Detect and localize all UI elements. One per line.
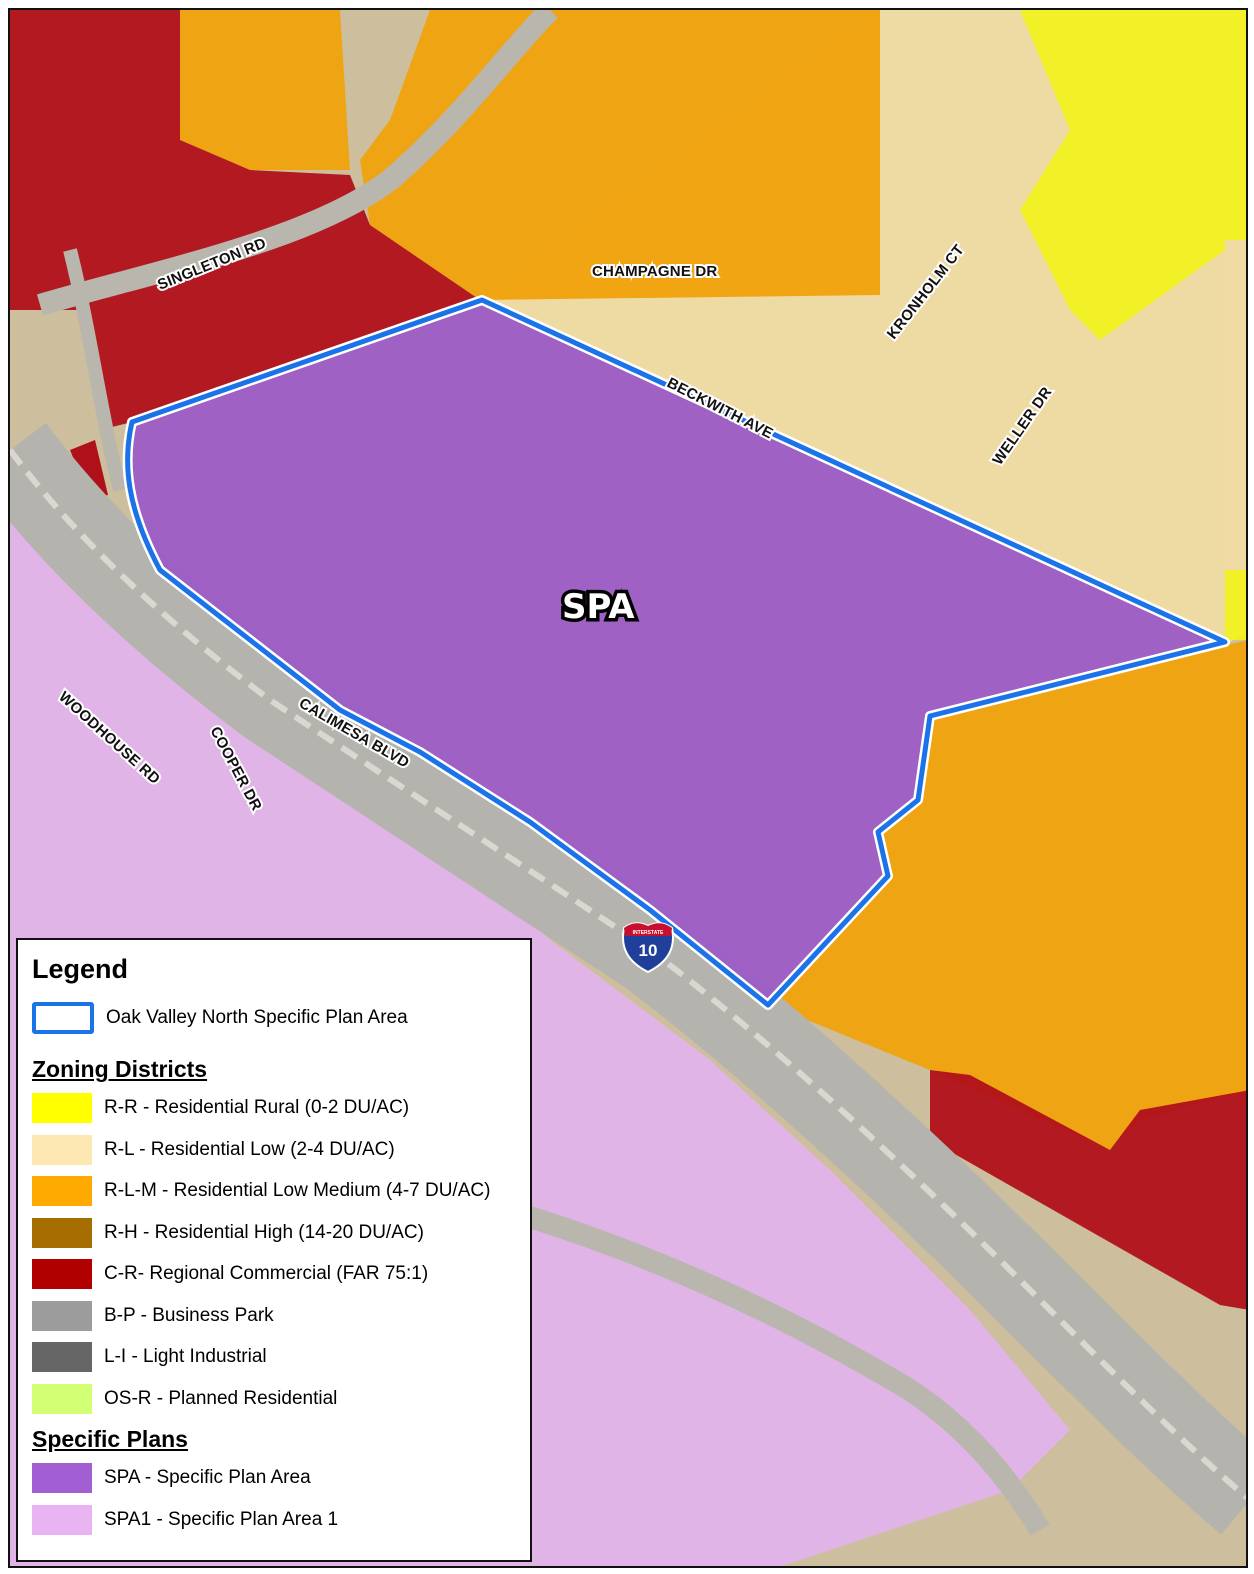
zoning-district-item: C-R- Regional Commercial (FAR 75:1) xyxy=(32,1258,428,1290)
shield-top-text: INTERSTATE xyxy=(633,930,664,936)
zone-regional-commercial-northwest xyxy=(10,10,480,430)
zone-residential-low-medium-north xyxy=(180,10,880,300)
specific-plan-item: SPA - Specific Plan Area xyxy=(32,1462,311,1494)
legend-item-label: R-R - Residential Rural (0-2 DU/AC) xyxy=(104,1097,410,1118)
zoning-district-item: R-L-M - Residential Low Medium (4-7 DU/A… xyxy=(32,1175,490,1207)
frontage-road-west xyxy=(63,248,127,492)
zoning-district-item: R-L - Residential Low (2-4 DU/AC) xyxy=(32,1134,395,1166)
interstate-10-shield-icon: INTERSTATE 10 xyxy=(622,922,674,974)
legend-swatch xyxy=(32,1259,92,1289)
legend-item-label: B-P - Business Park xyxy=(104,1304,274,1326)
zone-residential-low-medium-west xyxy=(180,10,350,170)
zone-regional-commercial-small xyxy=(70,440,108,500)
legend-item-label: SPA - Specific Plan Area xyxy=(104,1467,311,1488)
legend-swatch xyxy=(32,1300,92,1331)
zone-regional-commercial-southeast xyxy=(930,1070,1246,1310)
zoning-district-item: OS-R - Planned Residential xyxy=(32,1383,337,1415)
legend-swatch xyxy=(32,1217,92,1248)
legend-swatch xyxy=(32,1342,92,1372)
legend-swatch xyxy=(32,1176,92,1206)
zoning-district-item: L-I - Light Industrial xyxy=(32,1341,267,1373)
zoning-district-item: R-R - Residential Rural (0-2 DU/AC) xyxy=(32,1092,409,1124)
legend-item-plan-area: Oak Valley North Specific Plan Area xyxy=(32,1002,408,1034)
legend-item-label: R-H - Residential High (14-20 DU/AC) xyxy=(104,1221,424,1243)
legend-item-label: L-I - Light Industrial xyxy=(104,1346,267,1367)
zone-residential-rural xyxy=(1020,10,1246,640)
shield-top-band xyxy=(624,923,672,936)
specific-plans-heading: Specific Plans xyxy=(32,1426,188,1452)
plan-area-outline-swatch xyxy=(32,1002,94,1034)
singleton-road xyxy=(36,10,558,316)
zone-residential-low-medium-southeast xyxy=(770,640,1246,1150)
zoning-district-item: R-H - Residential High (14-20 DU/AC) xyxy=(32,1217,424,1249)
spa-map-label: SPA xyxy=(562,587,635,627)
legend-title: Legend xyxy=(32,954,129,984)
legend-swatch xyxy=(32,1383,92,1414)
legend-swatch xyxy=(32,1134,92,1165)
zoning-districts-heading: Zoning Districts xyxy=(32,1056,208,1082)
specific-plan-item: SPA1 - Specific Plan Area 1 xyxy=(32,1504,338,1536)
legend-swatch xyxy=(32,1093,92,1123)
zone-residential-low-strip xyxy=(1225,240,1246,570)
legend-item-label: R-L-M - Residential Low Medium (4-7 DU/A… xyxy=(104,1180,491,1201)
legend-swatch xyxy=(32,1463,92,1493)
legend-item-label: C-R- Regional Commercial (FAR 75:1) xyxy=(104,1263,429,1284)
legend-item-label: R-L - Residential Low (2-4 DU/AC) xyxy=(104,1138,395,1160)
legend-swatch xyxy=(32,1504,92,1535)
legend-item-label: SPA1 - Specific Plan Area 1 xyxy=(104,1508,339,1530)
legend-item-label: Oak Valley North Specific Plan Area xyxy=(106,1007,408,1028)
shield-number: 10 xyxy=(639,941,658,960)
road-label-champagne: CHAMPAGNE DR xyxy=(592,263,717,280)
legend-item-label: OS-R - Planned Residential xyxy=(104,1387,338,1409)
zoning-district-item: B-P - Business Park xyxy=(32,1300,274,1332)
map-legend: Legend Oak Valley North Specific Plan Ar… xyxy=(16,938,532,1562)
spa-plan-boundary-outline xyxy=(125,297,1228,1008)
